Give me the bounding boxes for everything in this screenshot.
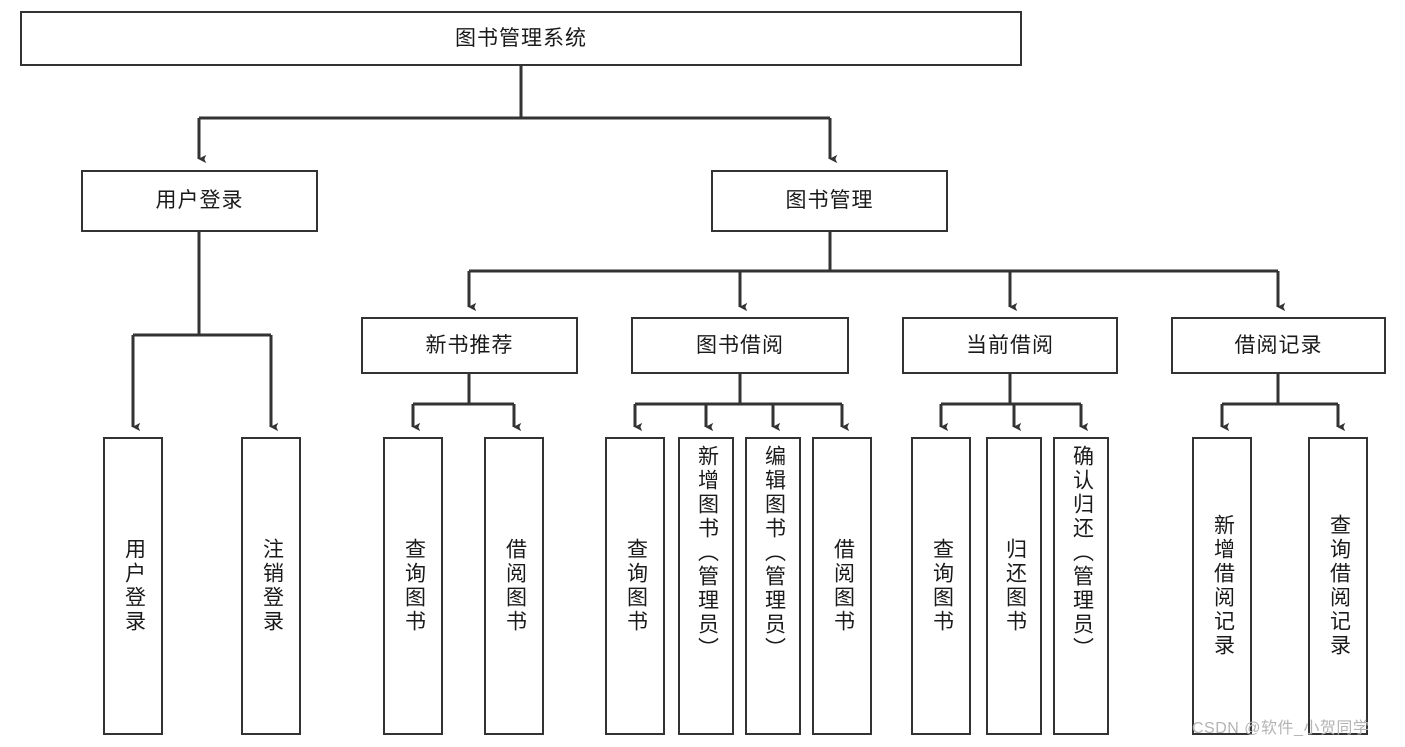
node-leaf-add-book-admin-label: 新增图书（管理员）: [695, 445, 719, 661]
node-leaf-cur-query-book-label: 查询图书: [930, 538, 954, 634]
node-leaf-rec-query-book[interactable]: 查询图书: [383, 437, 443, 735]
node-current-borrow-label: 当前借阅: [966, 333, 1054, 357]
node-leaf-confirm-return-admin-label: 确认归还（管理员）: [1070, 445, 1094, 661]
node-leaf-cur-query-book[interactable]: 查询图书: [911, 437, 971, 735]
node-borrow-record[interactable]: 借阅记录: [1171, 317, 1386, 374]
node-leaf-return-book-label: 归还图书: [1003, 538, 1027, 634]
node-leaf-borrow-query-book-label: 查询图书: [624, 538, 648, 634]
node-leaf-rec-borrow-book-label: 借阅图书: [503, 538, 527, 634]
node-leaf-add-borrow-record[interactable]: 新增借阅记录: [1192, 437, 1252, 735]
node-user-login-label: 用户登录: [155, 189, 244, 213]
node-leaf-user-logout-label: 注销登录: [260, 538, 284, 634]
node-book-borrow[interactable]: 图书借阅: [631, 317, 849, 374]
node-root-label: 图书管理系统: [455, 26, 587, 50]
node-leaf-edit-book-admin[interactable]: 编辑图书（管理员）: [745, 437, 801, 735]
node-book-manage[interactable]: 图书管理: [711, 170, 948, 232]
node-leaf-user-logout[interactable]: 注销登录: [241, 437, 301, 735]
node-book-manage-label: 图书管理: [785, 189, 874, 213]
node-leaf-query-borrow-record[interactable]: 查询借阅记录: [1308, 437, 1368, 735]
node-borrow-record-label: 借阅记录: [1234, 333, 1323, 357]
node-leaf-borrow-book[interactable]: 借阅图书: [812, 437, 872, 735]
node-leaf-confirm-return-admin[interactable]: 确认归还（管理员）: [1053, 437, 1109, 735]
node-leaf-add-borrow-record-label: 新增借阅记录: [1211, 514, 1235, 658]
node-leaf-edit-book-admin-label: 编辑图书（管理员）: [762, 445, 786, 661]
node-leaf-query-borrow-record-label: 查询借阅记录: [1327, 514, 1351, 658]
node-leaf-borrow-query-book[interactable]: 查询图书: [605, 437, 665, 735]
node-leaf-user-login-label: 用户登录: [122, 538, 146, 634]
node-leaf-borrow-book-label: 借阅图书: [831, 538, 855, 634]
node-user-login[interactable]: 用户登录: [81, 170, 318, 232]
csdn-watermark: CSDN @软件_小贺同学: [1192, 720, 1370, 737]
node-new-book-recommend[interactable]: 新书推荐: [361, 317, 578, 374]
node-new-book-recommend-label: 新书推荐: [425, 333, 514, 357]
node-book-borrow-label: 图书借阅: [696, 333, 784, 357]
node-current-borrow[interactable]: 当前借阅: [902, 317, 1118, 374]
node-leaf-rec-borrow-book[interactable]: 借阅图书: [484, 437, 544, 735]
node-leaf-return-book[interactable]: 归还图书: [986, 437, 1042, 735]
node-leaf-rec-query-book-label: 查询图书: [402, 538, 426, 634]
node-leaf-add-book-admin[interactable]: 新增图书（管理员）: [678, 437, 734, 735]
node-leaf-user-login[interactable]: 用户登录: [103, 437, 163, 735]
node-root-system[interactable]: 图书管理系统: [20, 11, 1022, 66]
